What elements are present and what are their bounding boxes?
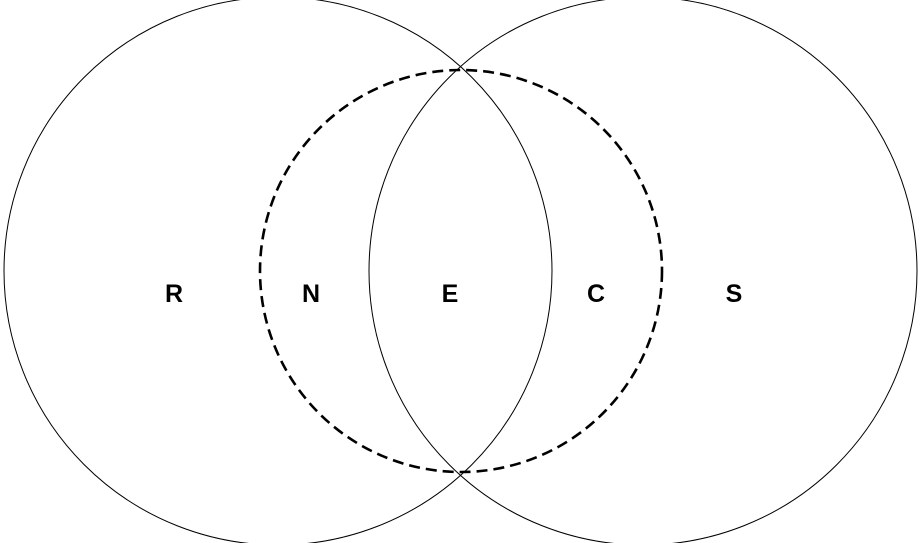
label-s: S [726,280,743,308]
middle-dashed-circle [258,68,664,474]
label-c: C [587,280,605,308]
label-r: R [165,280,183,308]
left-circle [3,0,553,543]
label-e: E [442,280,459,308]
right-circle [368,0,918,543]
label-n: N [302,280,320,308]
